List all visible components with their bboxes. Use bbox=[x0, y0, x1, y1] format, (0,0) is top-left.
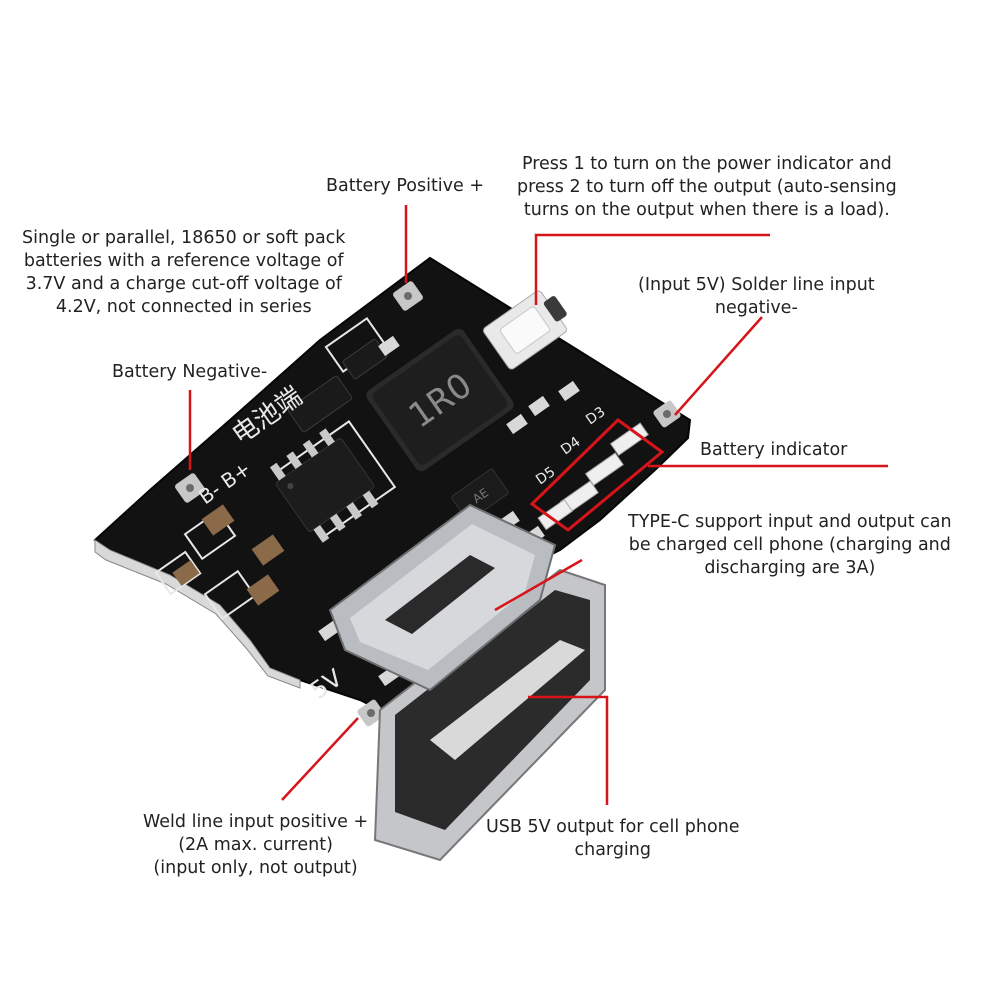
label-weld-positive: Weld line input positive + (2A max. curr… bbox=[143, 812, 369, 878]
smd-components bbox=[172, 335, 580, 687]
label-battery-positive: Battery Positive + bbox=[326, 176, 485, 196]
pointer-type-c bbox=[494, 558, 583, 612]
label-battery-negative: Battery Negative- bbox=[112, 362, 268, 382]
led-highlight-box bbox=[529, 418, 665, 532]
label-battery-spec: Single or parallel, 18650 or soft pack b… bbox=[22, 228, 346, 317]
label-input-negative: (Input 5V) Solder line input negative- bbox=[638, 275, 875, 318]
pointer-usb-output bbox=[528, 695, 609, 805]
label-type-c: TYPE-C support input and output can be c… bbox=[628, 512, 952, 578]
label-usb-output: USB 5V output for cell phone charging bbox=[486, 817, 740, 860]
pointer-lines bbox=[188, 205, 888, 805]
label-battery-indicator: Battery indicator bbox=[700, 440, 848, 460]
battery-indicator-leds: D3 D4 D5 bbox=[533, 404, 649, 531]
sop8-ic bbox=[269, 428, 379, 543]
pointer-button bbox=[534, 233, 770, 305]
pcb-edge bbox=[94, 539, 301, 689]
usb-a-connector bbox=[373, 568, 606, 862]
label-press-button: Press 1 to turn on the power indicator a… bbox=[517, 154, 897, 220]
type-c-connector bbox=[328, 503, 557, 692]
pointer-input-negative bbox=[674, 316, 763, 416]
pointer-weld-positive bbox=[281, 717, 359, 801]
tactile-switch bbox=[483, 290, 567, 370]
inductor: 1R0 bbox=[364, 326, 516, 474]
